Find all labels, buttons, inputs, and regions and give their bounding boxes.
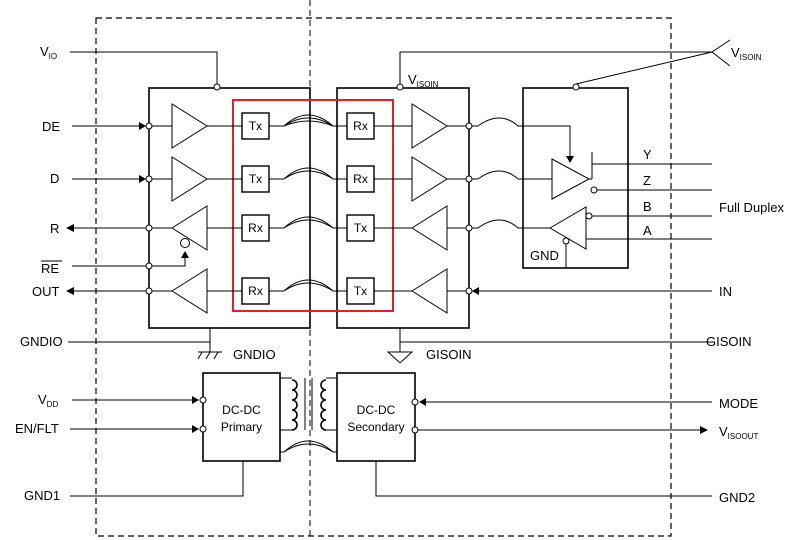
transceiver-gnd-label: GND (530, 248, 559, 263)
re-label: RE (41, 261, 59, 276)
gisoin-label: GISOIN (706, 334, 752, 349)
driver-buffer (551, 152, 712, 200)
re-enable-wire (149, 256, 186, 267)
visoin-internal-wire (399, 51, 712, 85)
secondary-channel-3 (374, 205, 473, 251)
z-label: Z (643, 173, 651, 188)
vio-wire (70, 51, 218, 85)
re-enable-arrow (181, 251, 189, 258)
transceiver-supply-wire (575, 51, 713, 85)
left-channel-box-2: Tx (241, 165, 270, 193)
vdd-arrow (192, 396, 199, 404)
svg-text:Rx: Rx (248, 221, 263, 235)
inter-block-wires (472, 117, 712, 295)
gnd2-label: GND2 (719, 490, 755, 505)
svg-text:Rx: Rx (353, 119, 368, 133)
r-label: R (50, 221, 59, 236)
transceiver-supply-pin (572, 83, 580, 91)
svg-text:Tx: Tx (354, 221, 367, 235)
vio-label: VIO (40, 44, 57, 61)
left-channel-box-1: Tx (241, 112, 270, 140)
visoin-internal-pin (396, 83, 404, 91)
dcdc-secondary-line2: Secondary (347, 420, 404, 434)
gisoin-ground-symbol (386, 351, 414, 364)
en-flt-arrow (192, 425, 199, 433)
right-channel-box-4: Tx (346, 277, 375, 305)
visoout-label: VISOOUT (719, 424, 758, 441)
full-duplex-label: Full Duplex (719, 200, 785, 215)
svg-text:Rx: Rx (248, 284, 263, 298)
primary-channel-de (145, 103, 242, 149)
in-label: IN (719, 284, 732, 299)
left-channel-box-4: Rx (241, 277, 270, 305)
dcdc-secondary-mode-pin (411, 398, 419, 406)
out-arrow (66, 287, 74, 295)
dcdc-primary-line1: DC-DC (222, 403, 261, 417)
svg-text:Tx: Tx (354, 284, 367, 298)
primary-channel-out (145, 268, 242, 314)
d-arrow (139, 175, 146, 183)
svg-text:Tx: Tx (249, 172, 262, 186)
a-label: A (643, 223, 652, 238)
gnd1-wire (70, 461, 244, 497)
dcdc-secondary-out-pin (411, 426, 419, 434)
d-label: D (50, 171, 59, 186)
de-arrow (139, 122, 146, 130)
dcdc-secondary-line1: DC-DC (357, 403, 396, 417)
gnd1-label: GND1 (24, 488, 60, 503)
y-label: Y (643, 147, 652, 162)
visoout-arrow (700, 426, 708, 434)
receiver-buffer (549, 206, 712, 268)
visoin-label: VISOIN (731, 45, 762, 62)
out-label: OUT (32, 284, 60, 299)
de-label: DE (42, 119, 60, 134)
gndio-pin-label: GNDIO (20, 334, 63, 349)
dcdc-primary-en-pin (199, 425, 207, 433)
r-arrow (66, 224, 74, 232)
visoin-fork-2 (711, 51, 731, 67)
visoin-fork-1 (711, 39, 731, 53)
vdd-label: VDD (38, 392, 58, 409)
left-channel-box-3: Rx (241, 214, 270, 242)
svg-text:Tx: Tx (249, 119, 262, 133)
secondary-channel-1 (374, 103, 473, 149)
transformer (279, 377, 337, 461)
dcdc-primary-vdd-pin (199, 396, 207, 404)
dcdc-secondary-block (336, 372, 416, 462)
primary-channel-r (145, 205, 242, 251)
re-pin (145, 262, 153, 270)
secondary-channel-2 (374, 156, 473, 202)
gndio-wire (68, 328, 211, 343)
isolation-channel-highlight (232, 99, 394, 312)
device-boundary (95, 17, 672, 537)
coupling-arcs (269, 114, 347, 453)
svg-text:Rx: Rx (353, 172, 368, 186)
primary-channel-d (145, 156, 242, 202)
secondary-channel-4 (374, 268, 473, 314)
right-channel-box-2: Rx (346, 165, 375, 193)
dcdc-primary-block (202, 372, 281, 462)
visoin-internal-label: VISOIN (408, 72, 439, 89)
b-label: B (643, 199, 652, 214)
gisoin-internal-label: GISOIN (426, 347, 472, 362)
right-channel-box-1: Rx (346, 112, 375, 140)
gndio-ground-symbol (197, 351, 222, 360)
vio-pin (213, 83, 221, 91)
dcdc-primary-line2: Primary (221, 420, 262, 434)
right-channel-box-3: Tx (346, 214, 375, 242)
gndio-internal-label: GNDIO (233, 347, 276, 362)
en-flt-label: EN/FLT (15, 421, 59, 436)
gnd2-wire (375, 461, 712, 497)
mode-arrow (419, 398, 426, 406)
mode-label: MODE (719, 396, 758, 411)
